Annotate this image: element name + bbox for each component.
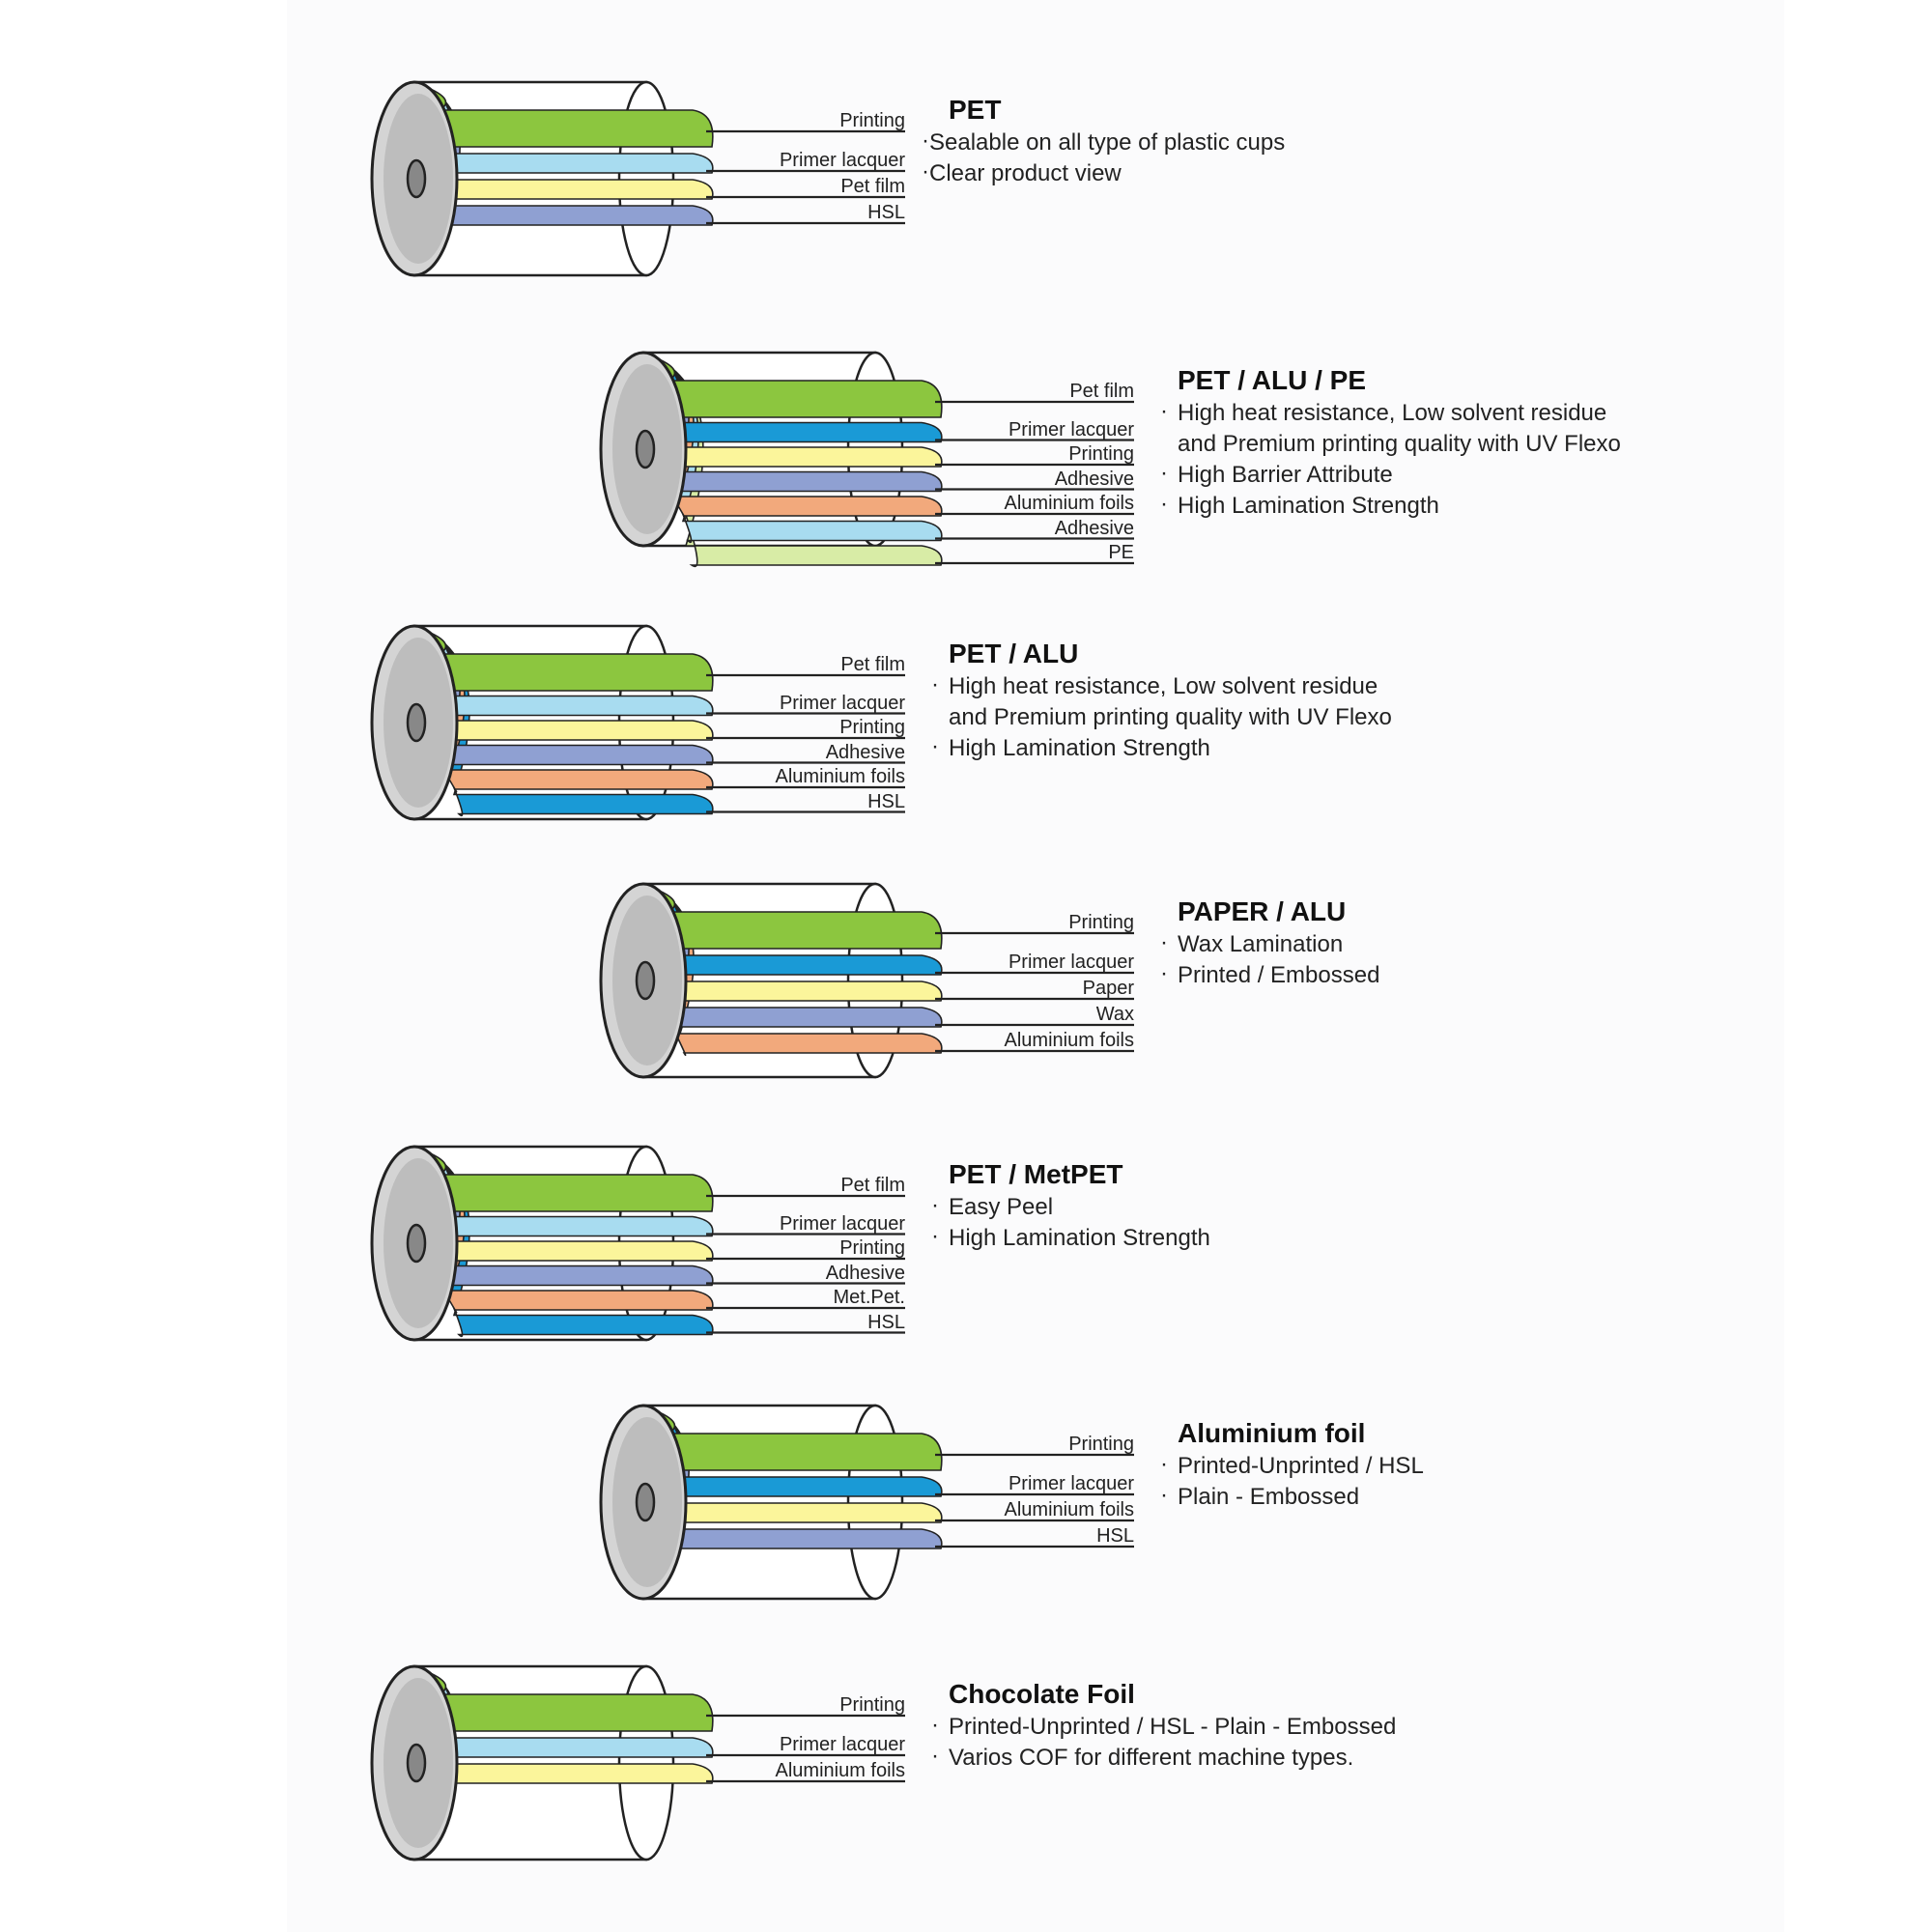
bullet-dot: ·: [1160, 1451, 1168, 1477]
roll-illustration: [370, 80, 905, 277]
bullet-dot: ·: [1160, 460, 1168, 486]
feature-line: Printed / Embossed: [1178, 962, 1380, 988]
feature-line: Printed-Unprinted / HSL - Plain - Emboss…: [949, 1714, 1397, 1740]
feature-line: Sealable on all type of plastic cups: [929, 129, 1286, 156]
feature-line: Plain - Embossed: [1178, 1484, 1360, 1510]
layer-label: HSL: [867, 790, 905, 812]
layer-label: Primer lacquer: [779, 1734, 905, 1755]
layer-label: Pet film: [1069, 381, 1134, 402]
roll-illustration: [370, 1664, 905, 1861]
structure-title: PAPER / ALU: [1178, 896, 1347, 926]
bullet-dot: ·: [1160, 1482, 1168, 1508]
layer-label: Printing: [839, 717, 905, 738]
layer-label: HSL: [1096, 1525, 1134, 1547]
layer-label: Aluminium foils: [775, 1760, 905, 1781]
feature-line: Easy Peel: [949, 1194, 1054, 1220]
roll-illustration: [599, 351, 1134, 568]
roll-core-hole: [406, 1223, 427, 1264]
layer-label: Printing: [839, 1237, 905, 1259]
layer-label: Primer lacquer: [1008, 418, 1134, 440]
bullet-dot: ·: [922, 128, 929, 154]
bullet-dot: ·: [931, 1192, 939, 1218]
feature-line: High heat resistance, Low solvent residu…: [949, 673, 1378, 699]
feature-line: and Premium printing quality with UV Fle…: [1178, 431, 1621, 457]
layer-label: Primer lacquer: [1008, 952, 1134, 973]
roll-core-hole: [635, 1482, 656, 1522]
roll-core-hole: [635, 429, 656, 469]
layer-label: Printing: [1068, 1434, 1134, 1455]
layer-label: PE: [1108, 542, 1134, 563]
feature-line: Clear product view: [929, 160, 1122, 186]
feature-line: High Barrier Attribute: [1178, 462, 1393, 488]
bullet-dot: ·: [931, 671, 939, 697]
layer-label: Adhesive: [1054, 517, 1134, 539]
roll-core-hole: [406, 158, 427, 199]
roll-illustration: [599, 882, 1134, 1079]
roll-core-hole: [406, 1743, 427, 1783]
bullet-dot: ·: [1160, 960, 1168, 986]
feature-line: Varios COF for different machine types.: [949, 1745, 1354, 1771]
roll-core-hole: [635, 960, 656, 1001]
layer-label: Printing: [839, 1694, 905, 1716]
layer-label: Adhesive: [1054, 468, 1134, 490]
layer-label: Met.Pet.: [833, 1287, 905, 1308]
layer-label: Pet film: [840, 1175, 905, 1196]
layer-label: Printing: [839, 110, 905, 131]
bullet-dot: ·: [931, 1223, 939, 1249]
structure-title: Chocolate Foil: [949, 1679, 1135, 1709]
feature-line: Wax Lamination: [1178, 931, 1344, 957]
roll-illustration: [370, 1145, 905, 1342]
bullet-dot: ·: [1160, 491, 1168, 517]
layer-label: Primer lacquer: [1008, 1473, 1134, 1494]
layer-label: Primer lacquer: [779, 1212, 905, 1235]
bullet-dot: ·: [922, 158, 929, 185]
feature-line: High Lamination Strength: [1178, 493, 1439, 519]
structure-title: PET / MetPET: [949, 1159, 1123, 1189]
roll-illustration: [599, 1404, 1134, 1601]
diagram-panel: [287, 0, 1784, 1932]
layer-label: Aluminium foils: [1004, 493, 1134, 514]
layer-label: Adhesive: [825, 741, 905, 763]
feature-line: Printed-Unprinted / HSL: [1178, 1453, 1424, 1479]
bullet-dot: ·: [931, 1743, 939, 1769]
feature-line: High Lamination Strength: [949, 735, 1210, 761]
structure-title: Aluminium foil: [1178, 1418, 1366, 1448]
layer-label: Pet film: [840, 654, 905, 675]
layer-label: HSL: [867, 202, 905, 223]
bullet-dot: ·: [931, 733, 939, 759]
layer-label: Printing: [1068, 912, 1134, 933]
layer-label: Adhesive: [825, 1262, 905, 1284]
layer-label: Primer lacquer: [779, 692, 905, 714]
bullet-dot: ·: [1160, 398, 1168, 424]
layer-label: Aluminium foils: [1004, 1499, 1134, 1520]
layer-label: Primer lacquer: [779, 150, 905, 171]
layer-label: Paper: [1082, 978, 1134, 999]
feature-line: High heat resistance, Low solvent residu…: [1178, 400, 1607, 426]
layer-label: Wax: [1095, 1004, 1134, 1025]
roll-illustration: [370, 624, 905, 821]
layer-label: Printing: [1068, 443, 1134, 465]
layer-label: Aluminium foils: [775, 766, 905, 787]
bullet-dot: ·: [931, 1712, 939, 1738]
layer-label: Pet film: [840, 176, 905, 197]
layer-label: Aluminium foils: [1004, 1030, 1134, 1051]
structure-title: PET / ALU / PE: [1178, 365, 1366, 395]
structure-title: PET: [949, 95, 1002, 125]
feature-line: High Lamination Strength: [949, 1225, 1210, 1251]
feature-line: and Premium printing quality with UV Fle…: [949, 704, 1392, 730]
structure-title: PET / ALU: [949, 639, 1079, 668]
layer-label: HSL: [867, 1311, 905, 1333]
bullet-dot: ·: [1160, 929, 1168, 955]
roll-core-hole: [406, 702, 427, 743]
